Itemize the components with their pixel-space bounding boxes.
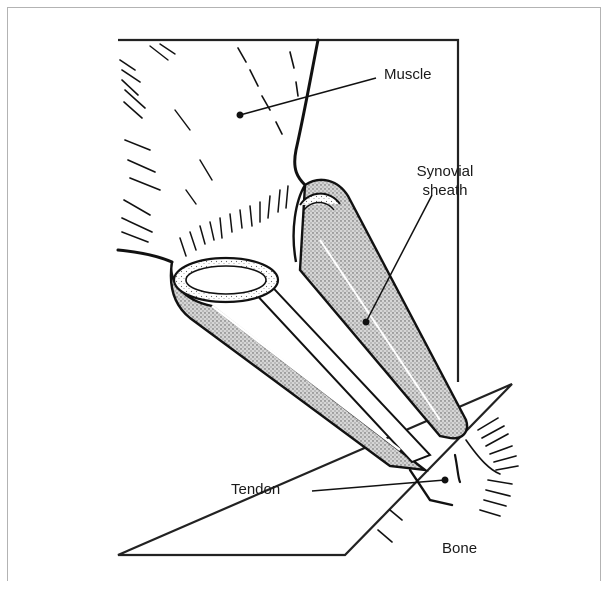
label-synovial-line2: sheath bbox=[385, 181, 505, 200]
label-bone: Bone bbox=[442, 539, 477, 558]
label-synovial-sheath: Synovial sheath bbox=[385, 162, 505, 200]
muscle-belly bbox=[118, 40, 318, 262]
synovial-sheath bbox=[171, 180, 467, 470]
label-tendon: Tendon bbox=[231, 480, 280, 499]
label-synovial-line1: Synovial bbox=[385, 162, 505, 181]
label-muscle: Muscle bbox=[384, 65, 432, 84]
